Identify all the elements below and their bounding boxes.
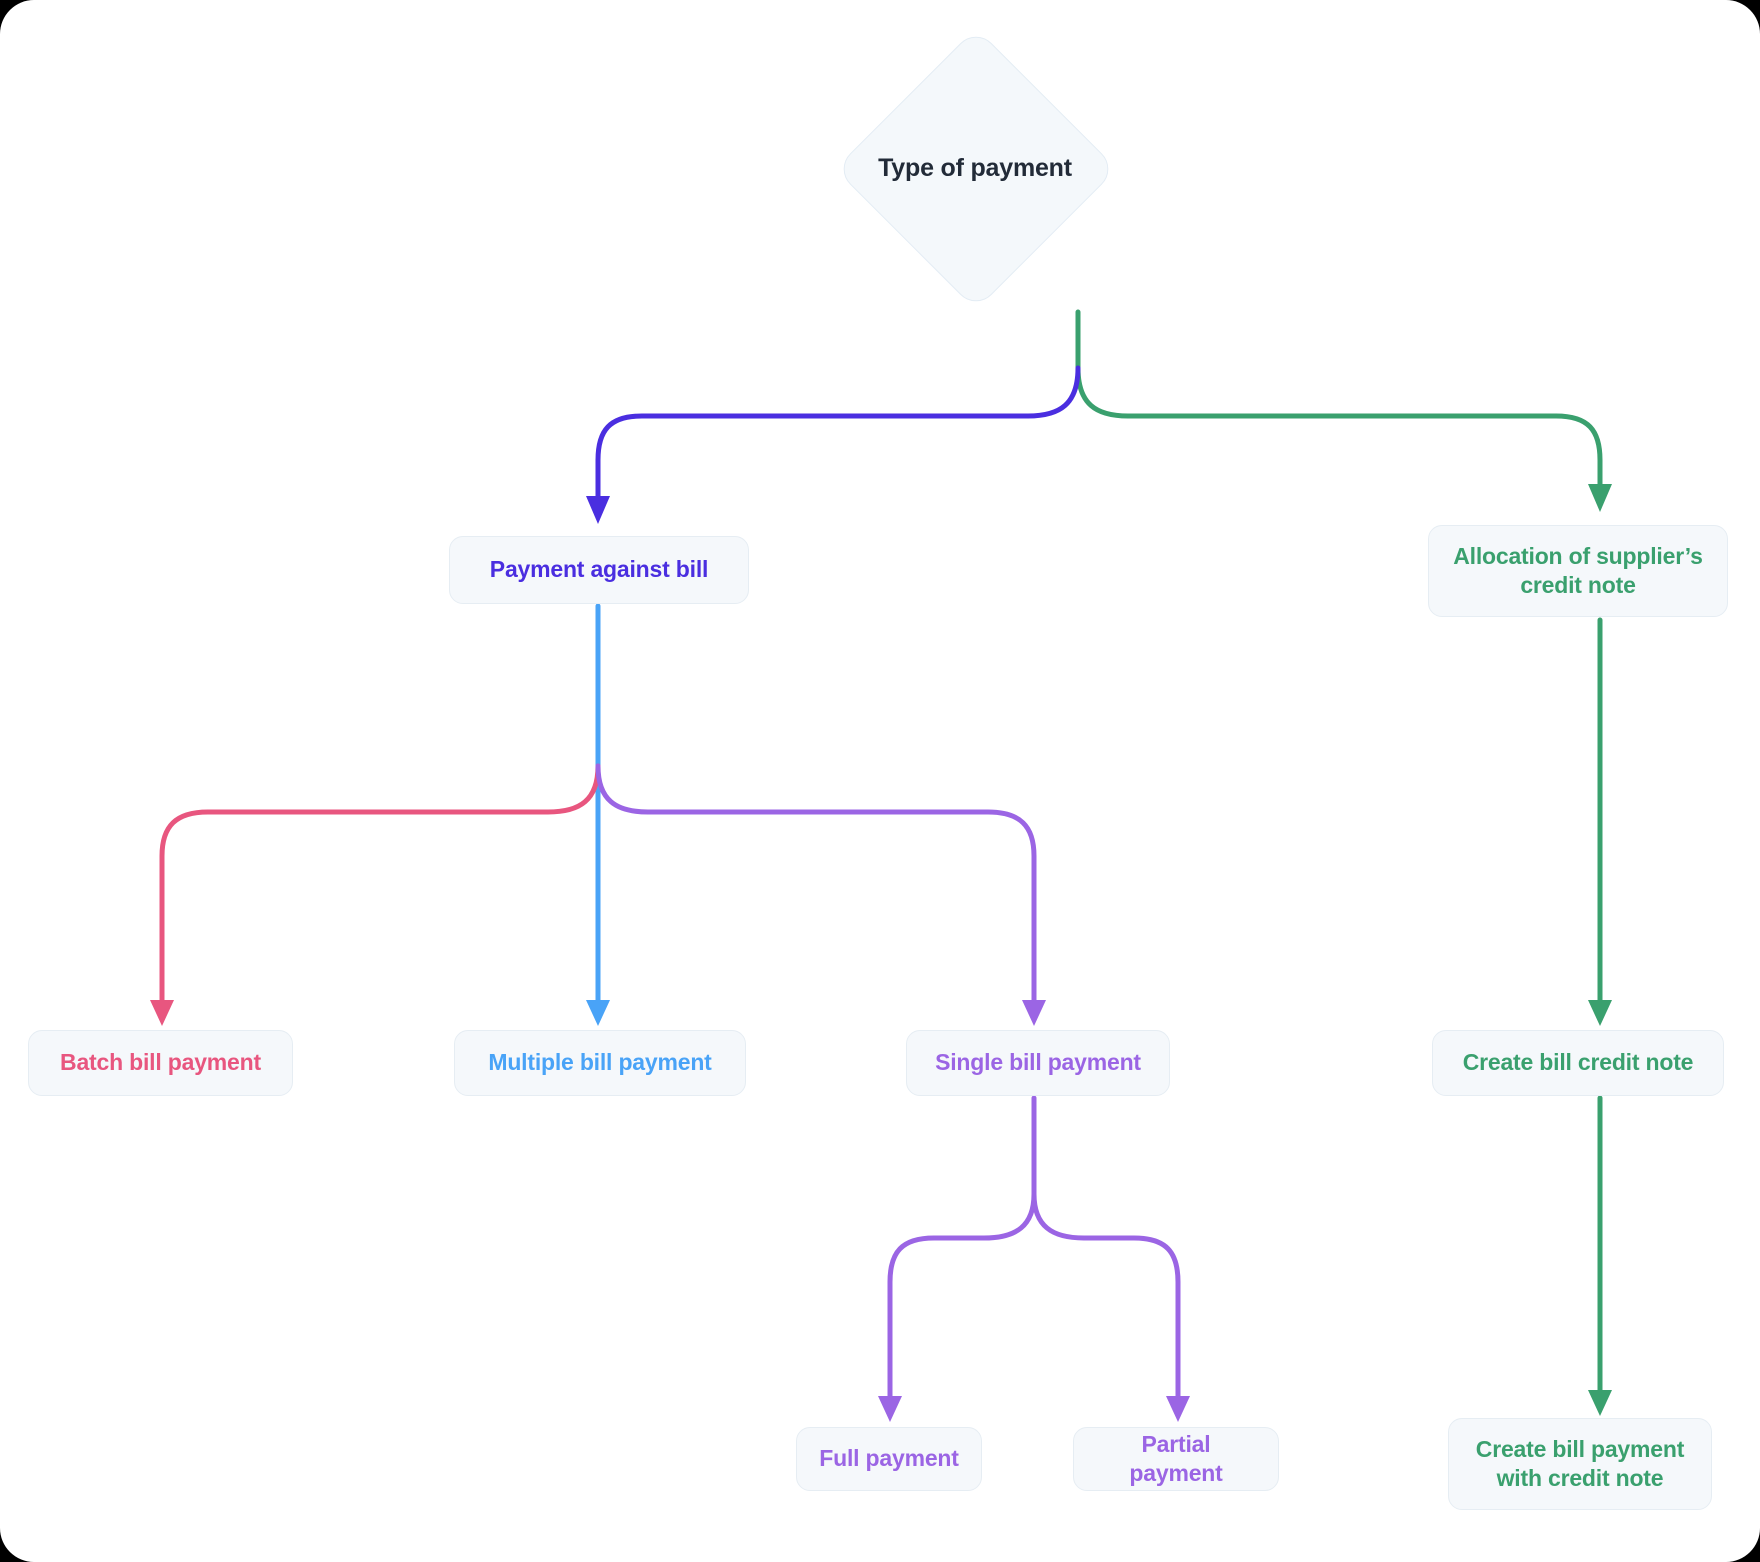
edge-single-to-full-payment bbox=[887, 1095, 1037, 1399]
node-label-full-payment: Full payment bbox=[819, 1445, 959, 1472]
arrowhead-single-bill-payment bbox=[1022, 1000, 1046, 1026]
arrowhead-payment-against-bill bbox=[586, 496, 610, 524]
node-partial-payment[interactable]: Partial payment bbox=[1073, 1427, 1279, 1491]
edge-type-of-payment-to-payment-against-bill bbox=[595, 365, 1081, 499]
node-single-bill-payment[interactable]: Single bill payment bbox=[906, 1030, 1170, 1096]
arrowhead-create-bill-credit-note bbox=[1588, 1000, 1612, 1026]
edge-payment-against-bill-to-batch bbox=[159, 763, 601, 1003]
node-batch-bill-payment[interactable]: Batch bill payment bbox=[28, 1030, 293, 1096]
node-create-bill-payment-with-credit-note[interactable]: Create bill payment with credit note bbox=[1448, 1418, 1712, 1510]
node-label-payment-against-bill: Payment against bill bbox=[489, 556, 709, 583]
node-allocation-of-suppliers-credit-note[interactable]: Allocation of supplier’s credit note bbox=[1428, 525, 1728, 617]
arrowhead-full-payment bbox=[878, 1396, 902, 1422]
edge-payment-against-bill-to-single bbox=[595, 763, 1037, 1003]
node-label-batch-bill-payment: Batch bill payment bbox=[60, 1049, 261, 1076]
arrowhead-batch-bill-payment bbox=[150, 1000, 174, 1026]
node-full-payment[interactable]: Full payment bbox=[796, 1427, 982, 1491]
node-label-partial-payment: Partial payment bbox=[1129, 1430, 1223, 1486]
arrowhead-multiple-bill-payment bbox=[586, 1000, 610, 1026]
arrowhead-partial-payment bbox=[1166, 1396, 1190, 1422]
arrowhead-allocation bbox=[1588, 484, 1612, 512]
node-label-allocation-of-suppliers-credit-note: Allocation of supplier’s credit note bbox=[1453, 542, 1703, 598]
edge-type-of-payment-to-allocation bbox=[1075, 309, 1603, 487]
edge-single-to-partial-payment bbox=[1031, 1191, 1181, 1399]
node-type-of-payment[interactable]: Type of payment bbox=[834, 27, 1118, 311]
arrowhead-create-bill-payment-with-credit-note bbox=[1588, 1390, 1612, 1416]
node-label-create-bill-credit-note: Create bill credit note bbox=[1462, 1049, 1694, 1076]
node-label-create-bill-payment-with-credit-note: Create bill payment with credit note bbox=[1475, 1435, 1685, 1491]
node-create-bill-credit-note[interactable]: Create bill credit note bbox=[1432, 1030, 1724, 1096]
node-multiple-bill-payment[interactable]: Multiple bill payment bbox=[454, 1030, 746, 1096]
node-payment-against-bill[interactable]: Payment against bill bbox=[449, 536, 749, 604]
node-label-multiple-bill-payment: Multiple bill payment bbox=[488, 1049, 712, 1076]
node-label-type-of-payment: Type of payment bbox=[878, 154, 1072, 182]
node-label-single-bill-payment: Single bill payment bbox=[935, 1049, 1141, 1076]
